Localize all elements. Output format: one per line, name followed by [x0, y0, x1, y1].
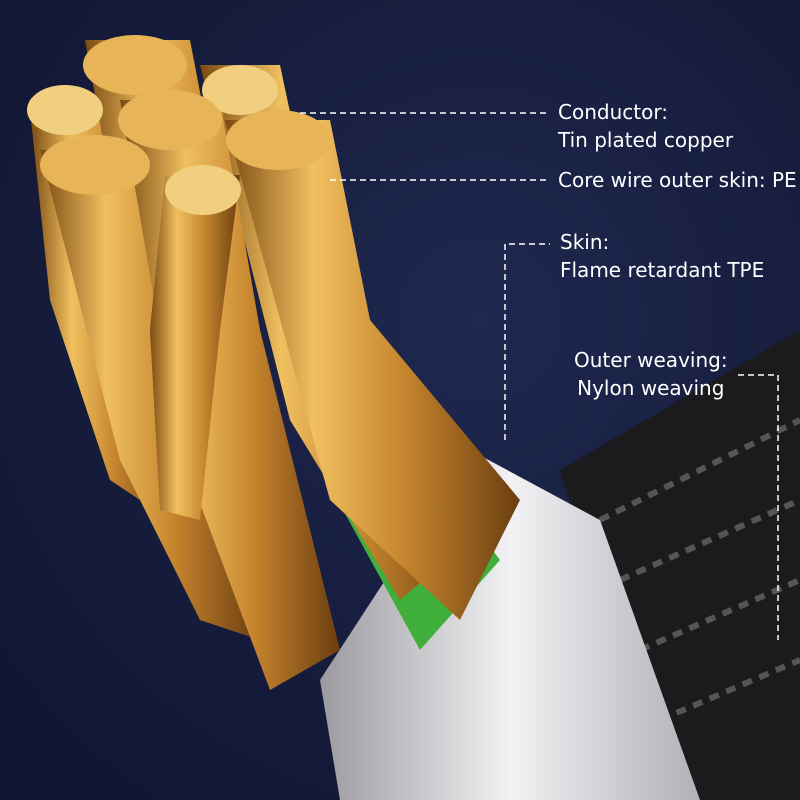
- copper-strands: [27, 35, 520, 690]
- conductor-detail: Tin plated copper: [558, 128, 734, 152]
- leader-lines: [300, 112, 779, 640]
- outer-title: Outer weaving:: [574, 348, 728, 372]
- braided-jacket: [560, 330, 800, 800]
- conductor-title: Conductor:: [558, 100, 668, 124]
- skin-detail: Flame retardant TPE: [560, 258, 765, 282]
- outer-detail: Nylon weaving: [577, 376, 725, 400]
- core-skin-label: Core wire outer skin: PE: [558, 168, 797, 192]
- skin-title: Skin:: [560, 230, 610, 254]
- conductor-label: Conductor: Tin plated copper: [558, 98, 733, 154]
- skin-label: Skin: Flame retardant TPE: [560, 228, 764, 284]
- outer-weaving-label: Outer weaving: Nylon weaving: [574, 346, 728, 402]
